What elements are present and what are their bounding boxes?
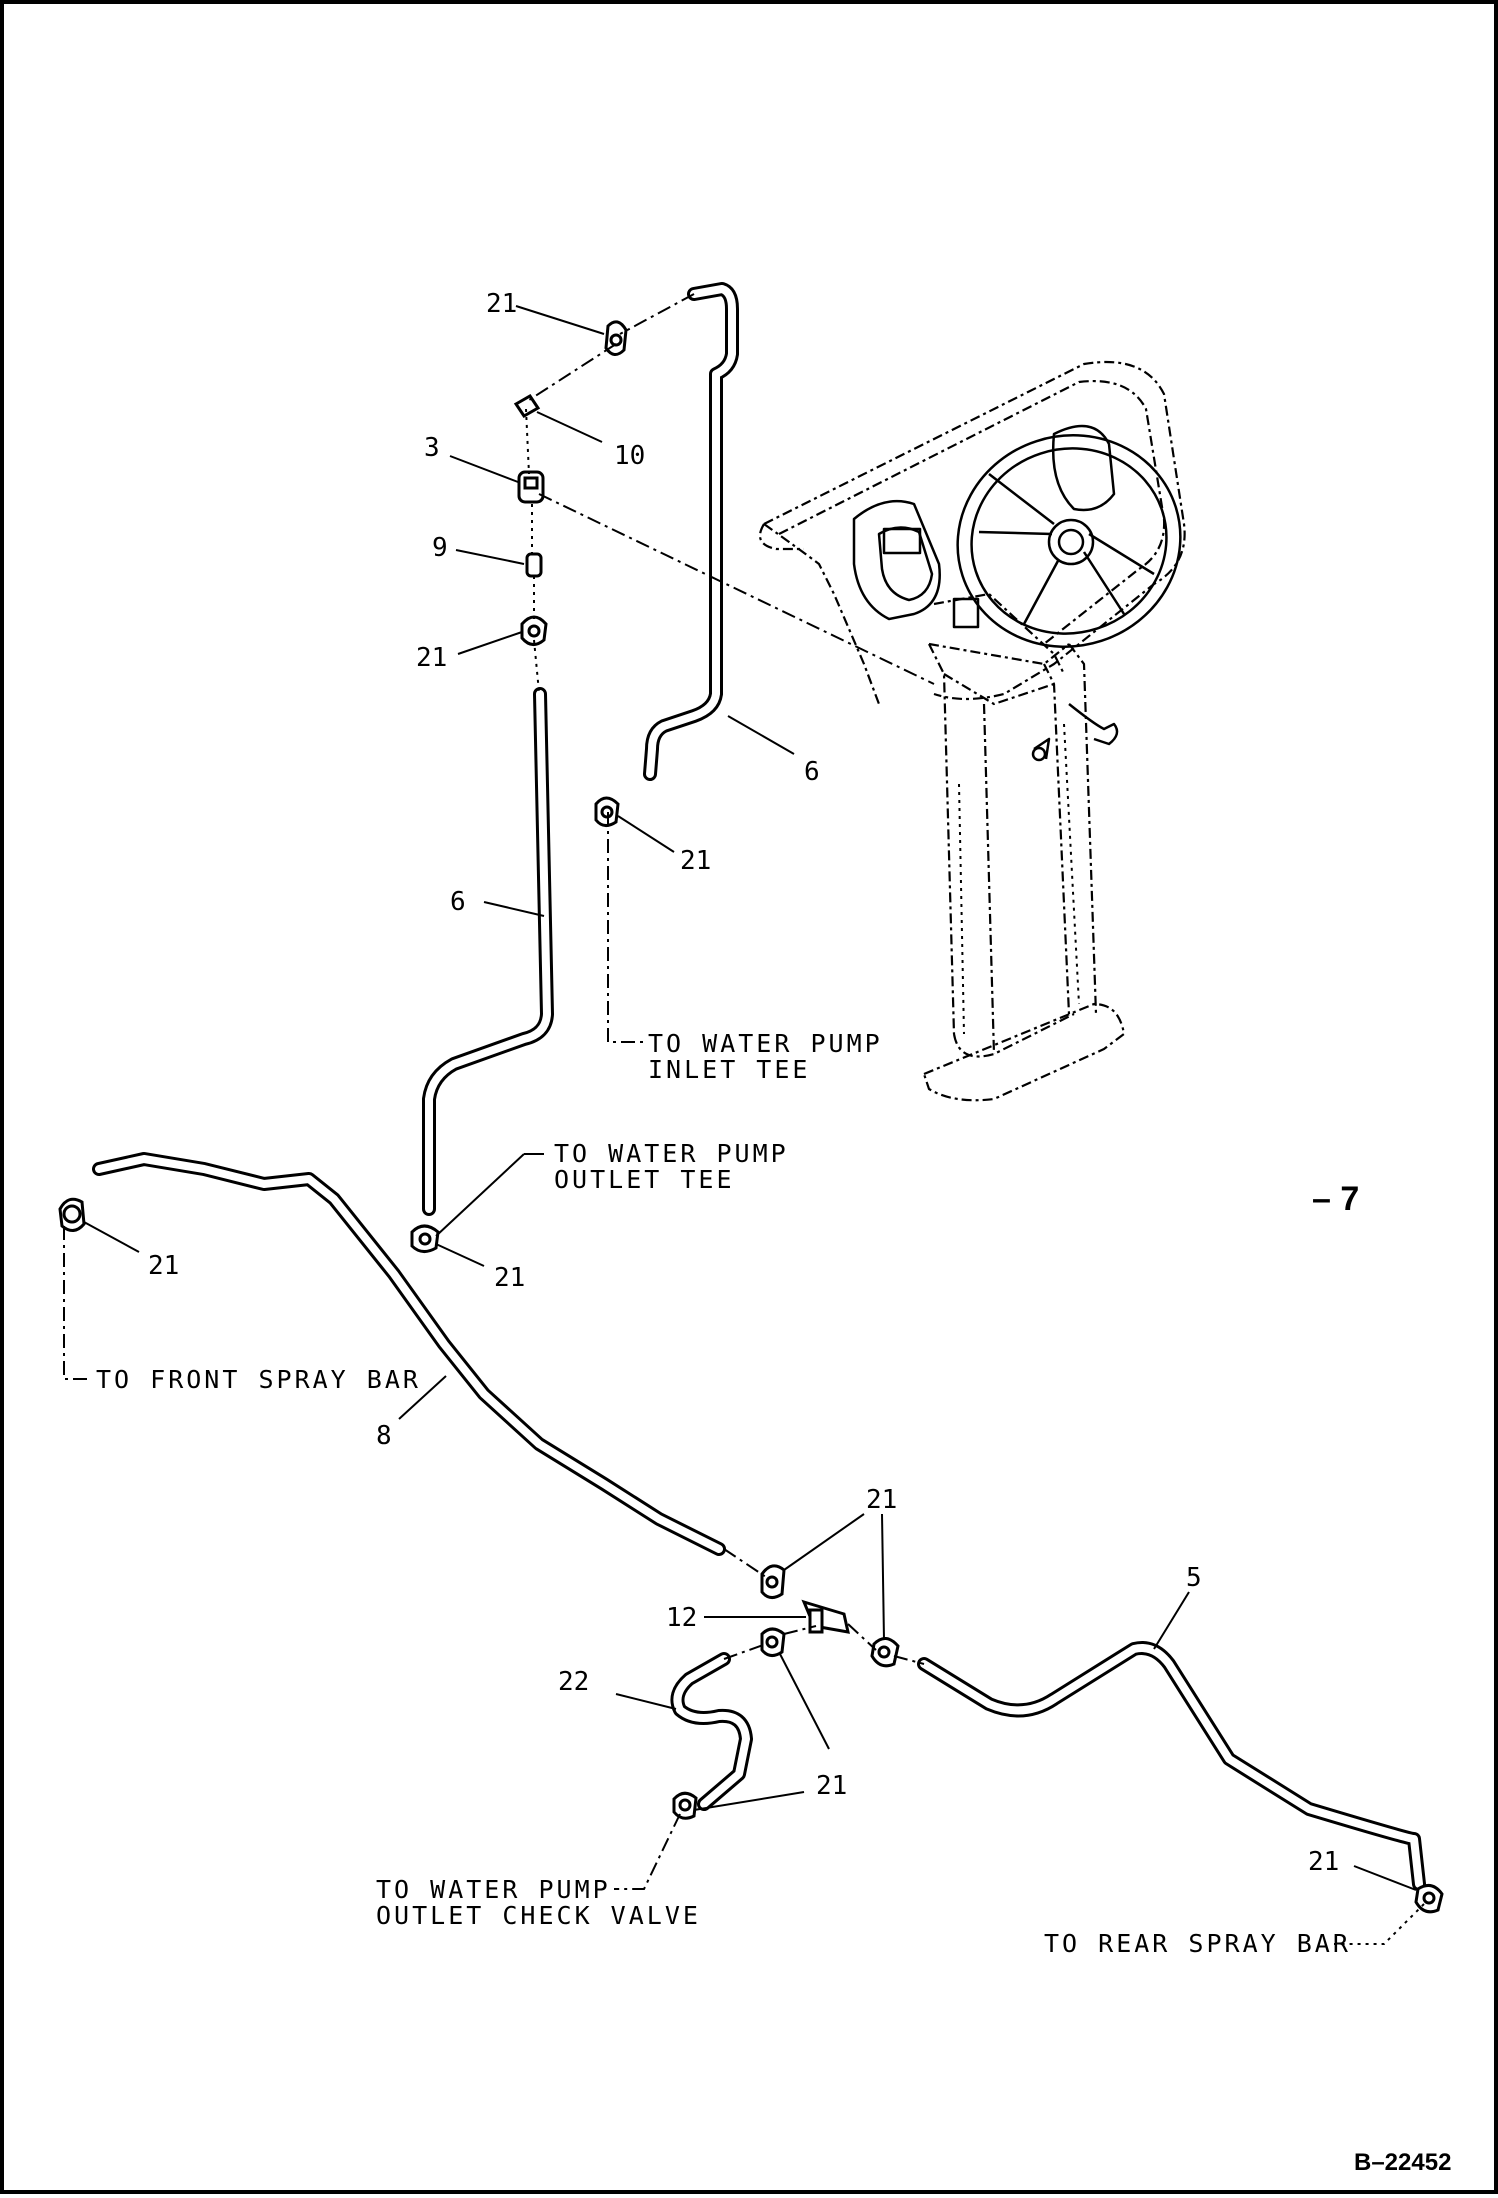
clamp-21-left <box>520 615 548 646</box>
routing-lines <box>63 293 1425 1945</box>
callout-21-mid: 21 <box>680 846 711 876</box>
fitting-10 <box>513 394 541 418</box>
fitting-3 <box>517 470 545 504</box>
drawing-number: B–22452 <box>1354 2149 1451 2176</box>
label-to-pump-outlet-tee-2: OUTLET TEE <box>554 1165 735 1194</box>
hose-6-inlet <box>643 282 739 781</box>
hose-22-check-valve <box>670 1652 753 1811</box>
clamp-21-rear <box>1414 1883 1444 1914</box>
callout-12: 12 <box>666 1603 697 1633</box>
callout-21-rear: 21 <box>1308 1847 1339 1877</box>
clamp-21-tee-right <box>870 1637 900 1668</box>
callout-22: 22 <box>558 1667 589 1697</box>
label-to-pump-check-valve-2: OUTLET CHECK VALVE <box>376 1901 701 1930</box>
label-to-front-spray-bar: TO FRONT SPRAY BAR <box>96 1365 421 1394</box>
callout-6-right: 6 <box>804 757 820 787</box>
hose-6-outlet <box>422 687 554 1216</box>
clamp-21-mid <box>594 796 620 827</box>
clamp-21-check-valve <box>672 1791 698 1820</box>
label-to-pump-check-valve-1: TO WATER PUMP <box>376 1875 611 1904</box>
callout-5: 5 <box>1186 1563 1202 1593</box>
destination-labels: TO WATER PUMP INLET TEE TO WATER PUMP OU… <box>96 1029 1351 1958</box>
callout-21-front: 21 <box>148 1251 179 1281</box>
water-spray-hose-diagram: 21 10 3 9 21 6 21 6 21 21 8 21 12 22 21 … <box>58 282 1451 2176</box>
hose-8-front <box>92 1152 726 1556</box>
callout-9: 9 <box>432 533 448 563</box>
callout-numbers: 21 10 3 9 21 6 21 6 21 21 8 21 12 22 21 … <box>148 289 1339 1877</box>
label-to-pump-outlet-tee-1: TO WATER PUMP <box>554 1139 789 1168</box>
clamp-21-outlet-tee <box>410 1224 440 1253</box>
callout-10: 10 <box>614 441 645 471</box>
callout-21-tee-top: 21 <box>866 1485 897 1515</box>
steering-console-outline <box>758 360 1186 1102</box>
hose-5-rear <box>917 1641 1426 1891</box>
callout-21-tee-bottom: 21 <box>816 1771 847 1801</box>
callout-21-outlet-tee: 21 <box>494 1263 525 1293</box>
label-to-pump-inlet-tee-1: TO WATER PUMP <box>648 1029 883 1058</box>
callout-6-left: 6 <box>450 887 466 917</box>
clamp-21-tee-top <box>760 1564 786 1599</box>
label-to-pump-inlet-tee-2: INLET TEE <box>648 1055 810 1084</box>
label-to-rear-spray-bar: TO REAR SPRAY BAR <box>1044 1929 1351 1958</box>
figure-marker: – 7 <box>1312 1180 1359 1218</box>
callout-21-left: 21 <box>416 643 447 673</box>
leader-lines <box>83 305 1417 1891</box>
clamp-21-tee-bottom <box>760 1627 786 1657</box>
fitting-9 <box>525 552 543 578</box>
callout-3: 3 <box>424 433 440 463</box>
callout-21-top: 21 <box>486 289 517 319</box>
clamp-21-front <box>58 1197 86 1232</box>
callout-8: 8 <box>376 1421 392 1451</box>
